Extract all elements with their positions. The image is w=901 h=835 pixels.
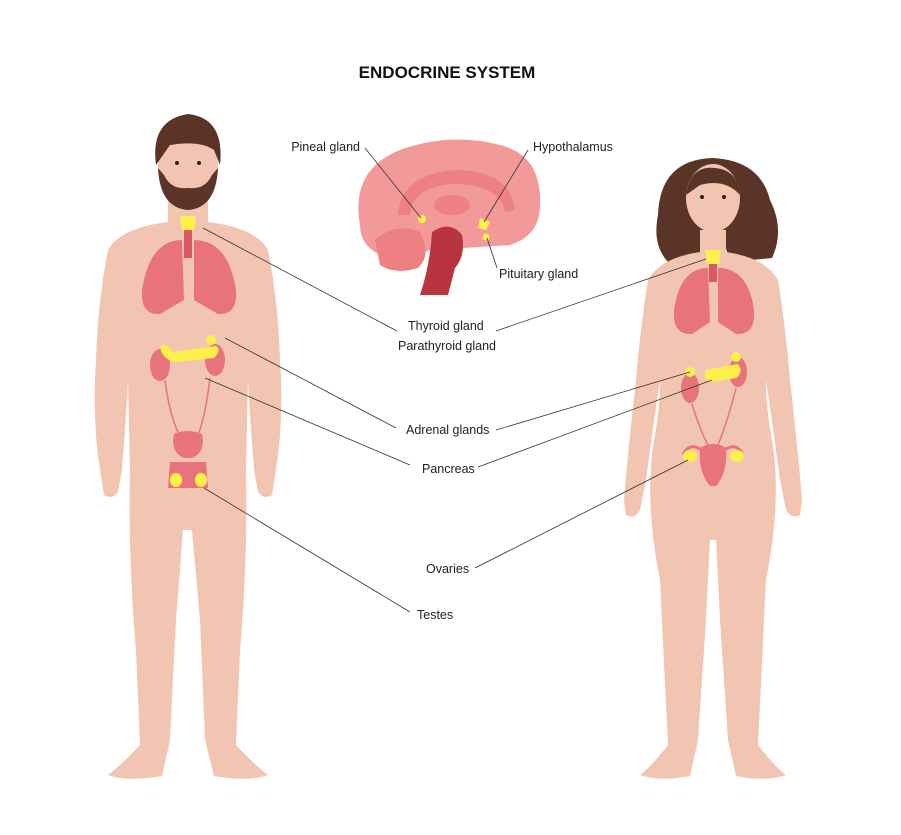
leader-lines — [202, 147, 713, 613]
male-thyroid — [180, 216, 196, 230]
male-trachea — [184, 228, 192, 258]
female-ovary-right — [730, 450, 744, 462]
female-lung-left — [673, 268, 710, 335]
male-head — [158, 127, 218, 203]
diagram-title: ENDOCRINE SYSTEM — [359, 63, 536, 82]
label-pineal-gland: Pineal gland — [291, 140, 360, 154]
label-hypothalamus: Hypothalamus — [533, 140, 613, 154]
female-eye-right — [722, 195, 726, 199]
female-thyroid — [705, 250, 721, 264]
female-eye-left — [700, 195, 704, 199]
label-pituitary-gland: Pituitary gland — [499, 267, 578, 281]
female-ovary-left — [683, 450, 697, 462]
male-eye-right — [197, 161, 201, 165]
male-beard — [158, 168, 218, 210]
male-testis-left — [170, 473, 182, 487]
male-lung-right — [194, 240, 237, 315]
label-parathyroid-gland: Parathyroid gland — [398, 339, 496, 353]
label-adrenal-glands: Adrenal glands — [406, 423, 489, 437]
male-lung-left — [141, 240, 184, 315]
brain-cerebellum — [375, 228, 426, 271]
male-pancreas-adrenals — [160, 344, 219, 362]
brain-stem — [420, 226, 464, 295]
male-figure — [94, 114, 282, 779]
brain — [358, 139, 541, 295]
brain-thalamus — [434, 195, 470, 215]
male-adrenal — [206, 335, 216, 345]
female-ureters — [691, 387, 737, 446]
male-hair — [155, 114, 221, 165]
female-trachea — [709, 264, 717, 282]
label-thyroid-gland: Thyroid gland — [408, 319, 484, 333]
label-testes: Testes — [417, 608, 453, 622]
male-eye-left — [175, 161, 179, 165]
male-bladder — [173, 431, 203, 458]
female-uterus — [699, 444, 727, 486]
female-pancreas — [704, 364, 741, 382]
female-adrenal-right — [731, 352, 741, 362]
female-fringe — [686, 167, 740, 195]
male-testis-right — [195, 473, 207, 487]
female-lung-right — [718, 268, 755, 335]
female-figure — [624, 158, 802, 779]
pituitary-gland-mark — [482, 233, 490, 241]
female-body — [624, 230, 802, 779]
brain-corpus-callosum — [398, 170, 515, 215]
hypothalamus-mark — [478, 218, 490, 230]
label-pancreas: Pancreas — [422, 462, 475, 476]
label-ovaries: Ovaries — [426, 562, 469, 576]
